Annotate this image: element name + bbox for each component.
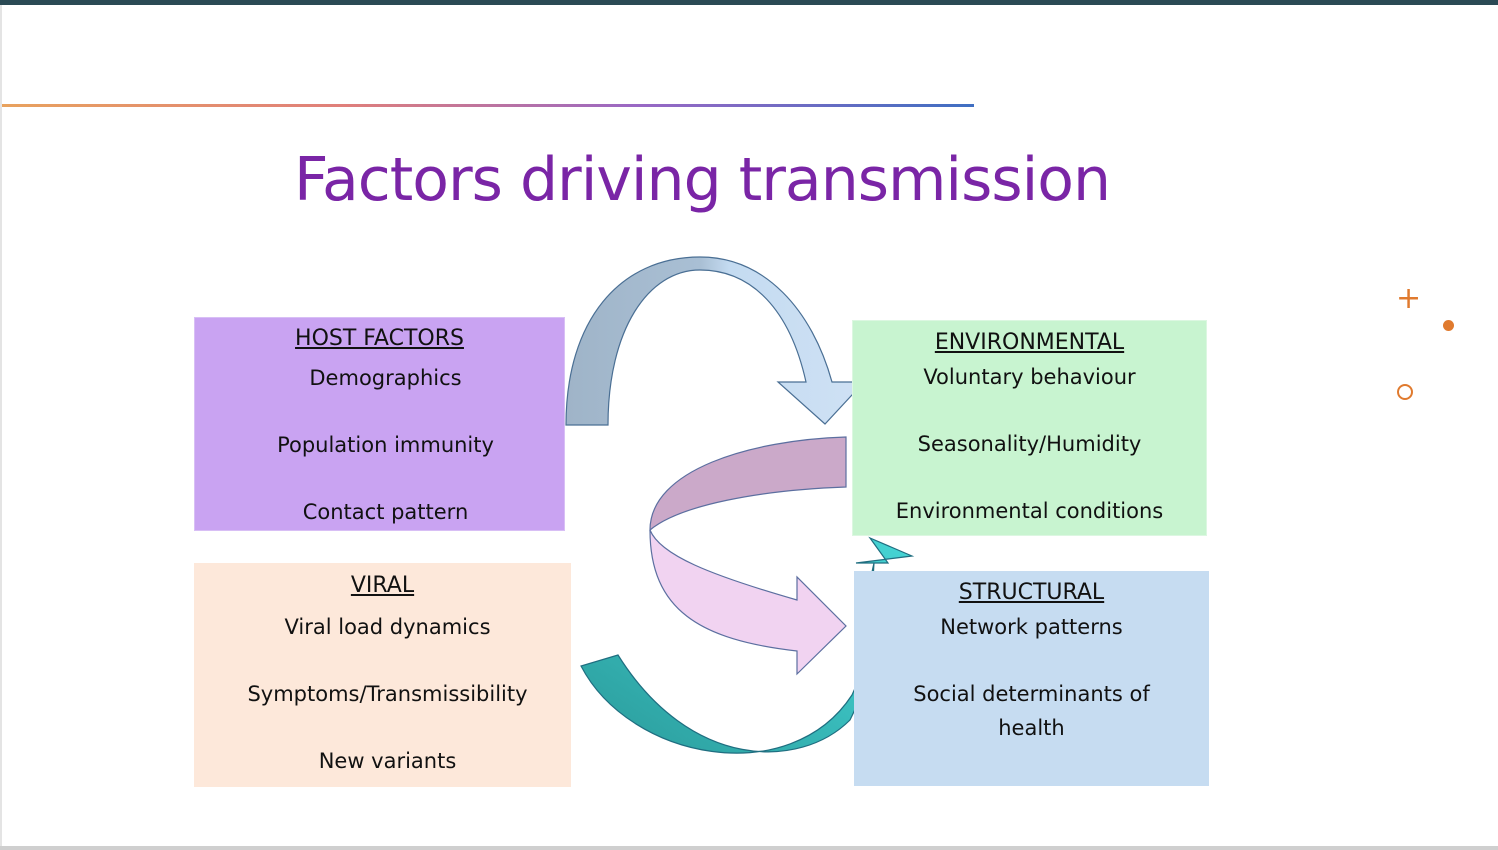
- environmental-box: ENVIRONMENTAL Voluntary behaviour Season…: [852, 320, 1207, 536]
- environmental-item: Voluntary behaviour: [923, 365, 1136, 389]
- environmental-heading: ENVIRONMENTAL: [934, 330, 1125, 355]
- viral-heading: VIRAL: [350, 573, 415, 598]
- structural-item: Social determinants of: [913, 682, 1150, 706]
- gradient-divider-line: [2, 104, 974, 107]
- environmental-item: Environmental conditions: [895, 499, 1164, 523]
- structural-item: Network patterns: [940, 615, 1123, 639]
- viral-item: New variants: [318, 749, 457, 773]
- structural-box: STRUCTURAL Network patterns Social deter…: [854, 571, 1209, 786]
- slide-title: Factors driving transmission: [293, 145, 1111, 215]
- structural-heading: STRUCTURAL: [958, 580, 1105, 605]
- structural-item: health: [998, 716, 1065, 740]
- viral-item: Symptoms/Transmissibility: [247, 682, 528, 706]
- slide-left-border: [0, 5, 2, 850]
- host-item: Demographics: [309, 366, 462, 390]
- host-item: Contact pattern: [302, 500, 469, 524]
- dot-icon: [1443, 320, 1454, 331]
- curved-arrow-icon: [565, 256, 866, 426]
- host-item: Population immunity: [277, 433, 494, 457]
- plus-icon: +: [1396, 281, 1422, 316]
- window-top-bar: [0, 0, 1498, 5]
- slide-bottom-border: [0, 846, 1498, 850]
- curved-arrow-icon: [649, 436, 847, 532]
- viral-item: Viral load dynamics: [284, 615, 491, 639]
- viral-box: VIRAL Viral load dynamics Symptoms/Trans…: [194, 563, 571, 787]
- host-factors-heading: HOST FACTORS: [295, 326, 464, 351]
- ring-icon: [1397, 384, 1413, 400]
- environmental-item: Seasonality/Humidity: [917, 432, 1142, 456]
- curved-arrow-icon: [580, 536, 915, 754]
- host-factors-box: HOST FACTORS Demographics Population imm…: [194, 317, 565, 531]
- curved-arrow-icon: [649, 529, 847, 676]
